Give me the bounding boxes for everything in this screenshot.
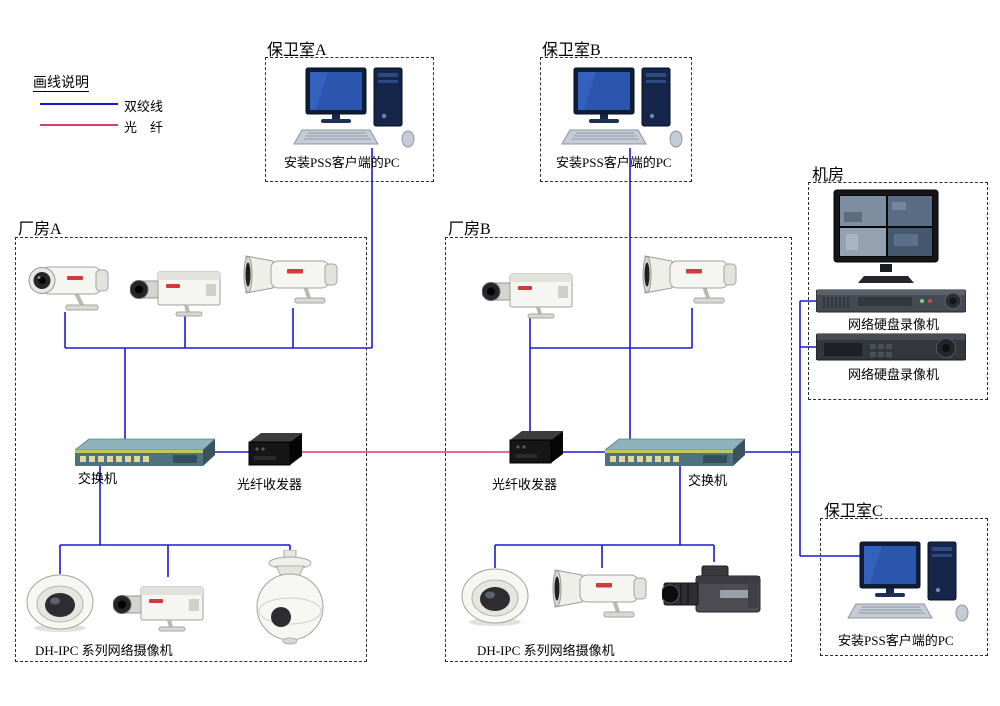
box-zoom-camera-factory-b	[662, 565, 761, 613]
bullet-camera-factory-b-top	[642, 254, 738, 305]
switch-factory-b	[605, 438, 745, 467]
transceiver-factory-b-label: 光纤收发器	[492, 477, 558, 492]
ptz-dome-camera-factory-a	[256, 550, 324, 645]
legend-twisted-pair-swatch	[40, 103, 118, 105]
factory-b-title: 厂房B	[448, 221, 491, 238]
guard-room-a-title: 保卫室A	[267, 42, 327, 59]
box-camera-factory-b-top	[482, 272, 574, 320]
wire-factory-a-bottom-cameras-bus	[59, 466, 291, 577]
nvr-2	[816, 333, 966, 361]
switch-factory-a	[75, 438, 215, 467]
surveillance-monitor	[833, 189, 939, 284]
factory-b-cameras-label: DH-IPC 系列网络摄像机	[477, 643, 615, 658]
legend-title: 画线说明	[33, 76, 89, 91]
wire-factory-b-bottom-cameras-bus	[494, 466, 715, 568]
machine-room-box	[808, 182, 988, 400]
legend-fiber-label: 光 纤	[124, 120, 164, 135]
dome-camera-factory-a	[26, 574, 94, 633]
box-camera-factory-a-top	[130, 270, 222, 318]
guard-room-c-title: 保卫室C	[824, 503, 883, 520]
factory-b-box	[445, 237, 792, 662]
legend-twisted-pair-label: 双绞线	[124, 99, 164, 114]
wire-factory-a-top-cameras-bus	[64, 308, 372, 440]
guard-room-a-box	[265, 57, 434, 182]
nvr-1-label: 网络硬盘录像机	[848, 317, 940, 332]
factory-a-box	[15, 237, 367, 662]
guard-room-b-title: 保卫室B	[542, 42, 601, 59]
transceiver-factory-a-label: 光纤收发器	[237, 477, 303, 492]
pc-guard-room-b-label: 安装PSS客户端的PC	[556, 155, 672, 170]
guard-room-b-box	[540, 57, 692, 182]
pc-guard-room-b	[561, 67, 683, 148]
factory-a-cameras-label: DH-IPC 系列网络摄像机	[35, 643, 173, 658]
pc-guard-room-c	[847, 541, 969, 622]
bullet-camera-2-factory-a	[243, 254, 339, 305]
box-camera-factory-a-bottom	[113, 585, 205, 633]
pc-guard-room-c-label: 安装PSS客户端的PC	[838, 633, 954, 648]
fiber-transceiver-factory-b	[509, 430, 564, 464]
bullet-camera-1-factory-a	[27, 265, 110, 312]
pc-guard-room-a	[293, 67, 415, 148]
machine-room-title: 机房	[812, 167, 845, 184]
switch-factory-b-label: 交换机	[688, 473, 728, 488]
wire-factory-b-top-cameras-bus	[529, 308, 693, 432]
nvr-2-label: 网络硬盘录像机	[848, 367, 940, 382]
guard-room-c-box	[820, 518, 988, 656]
wire-switch-b-to-machine-room	[735, 300, 818, 556]
bullet-camera-factory-b-bottom	[552, 568, 648, 619]
dome-camera-factory-b	[461, 568, 529, 627]
nvr-1	[816, 289, 966, 313]
switch-factory-a-label: 交换机	[78, 471, 118, 486]
pc-guard-room-a-label: 安装PSS客户端的PC	[284, 155, 400, 170]
legend-fiber-swatch	[40, 124, 118, 126]
fiber-transceiver-factory-a	[248, 432, 303, 466]
factory-a-title: 厂房A	[18, 221, 62, 238]
